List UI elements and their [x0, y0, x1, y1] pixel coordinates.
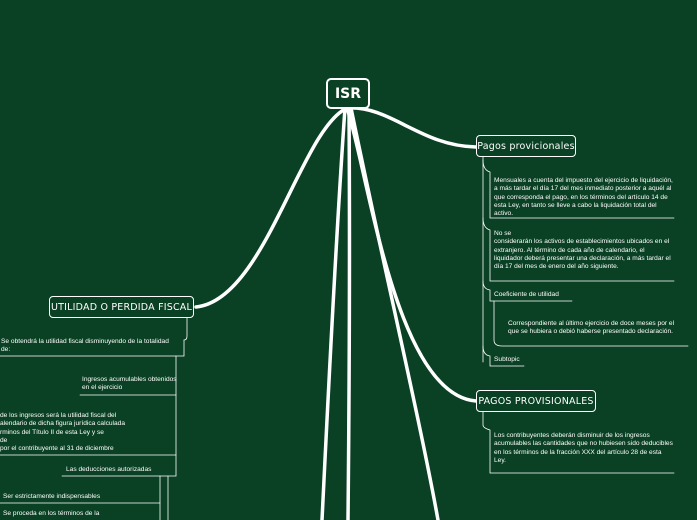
connector-root-down-2 — [346, 106, 352, 520]
subtopic-ultimo-ejercicio[interactable]: Correspondiente al último ejercicio de d… — [508, 320, 675, 336]
subtopic-placeholder[interactable]: Subtopic — [494, 356, 520, 363]
subtopic-utilidad-figura-juridica[interactable]: de los ingresos será la utilidad fiscal … — [0, 412, 125, 453]
branch-pagos-provisionales[interactable]: PAGOS PROVISIONALES — [476, 390, 596, 412]
subtopic-utilidad-fiscal[interactable]: Se obtendrá la utilidad fiscal disminuye… — [1, 338, 169, 354]
branch-label: PAGOS PROVISIONALES — [478, 395, 594, 407]
subtopic-ingresos-acumulables[interactable]: Ingresos acumulables obtenidos en el eje… — [82, 376, 177, 392]
subtopic-deducciones-autorizadas[interactable]: Las deducciones autorizadas — [66, 466, 152, 473]
connector-root-down-1 — [320, 106, 347, 520]
root-label: ISR — [334, 85, 362, 102]
subtopic-pago-mensual[interactable]: Mensuales a cuenta del impuesto del ejer… — [494, 177, 673, 218]
branch-utilidad-o-perdida-fiscal[interactable]: UTILIDAD O PERDIDA FISCAL — [49, 296, 194, 318]
subtopic-activos-extranjero[interactable]: No se considerarán los activos de establ… — [494, 230, 671, 271]
subtopic-se-proceda[interactable]: Se proceda en los términos de la — [3, 510, 100, 517]
connector-root-to-pagos-provisionales — [345, 106, 478, 403]
branch-pagos-provicionales[interactable]: Pagos provicionales — [476, 135, 576, 157]
connector-root-to-utilidad — [194, 106, 349, 309]
root-node[interactable]: ISR — [326, 78, 370, 109]
connector-root-down-3 — [349, 106, 440, 520]
branch-label: UTILIDAD O PERDIDA FISCAL — [51, 301, 192, 313]
branch-label: Pagos provicionales — [477, 140, 575, 152]
subtopic-disminuir-ingresos[interactable]: Los contribuyentes deberán disminuir de … — [494, 432, 673, 464]
subtopic-estrictamente-indispensables[interactable]: Ser estrictamente indispensables — [3, 493, 101, 500]
connector-root-to-pagos-provicionales — [345, 106, 478, 149]
subtopic-coeficiente-de-utilidad[interactable]: Coeficiente de utilidad — [494, 291, 559, 298]
